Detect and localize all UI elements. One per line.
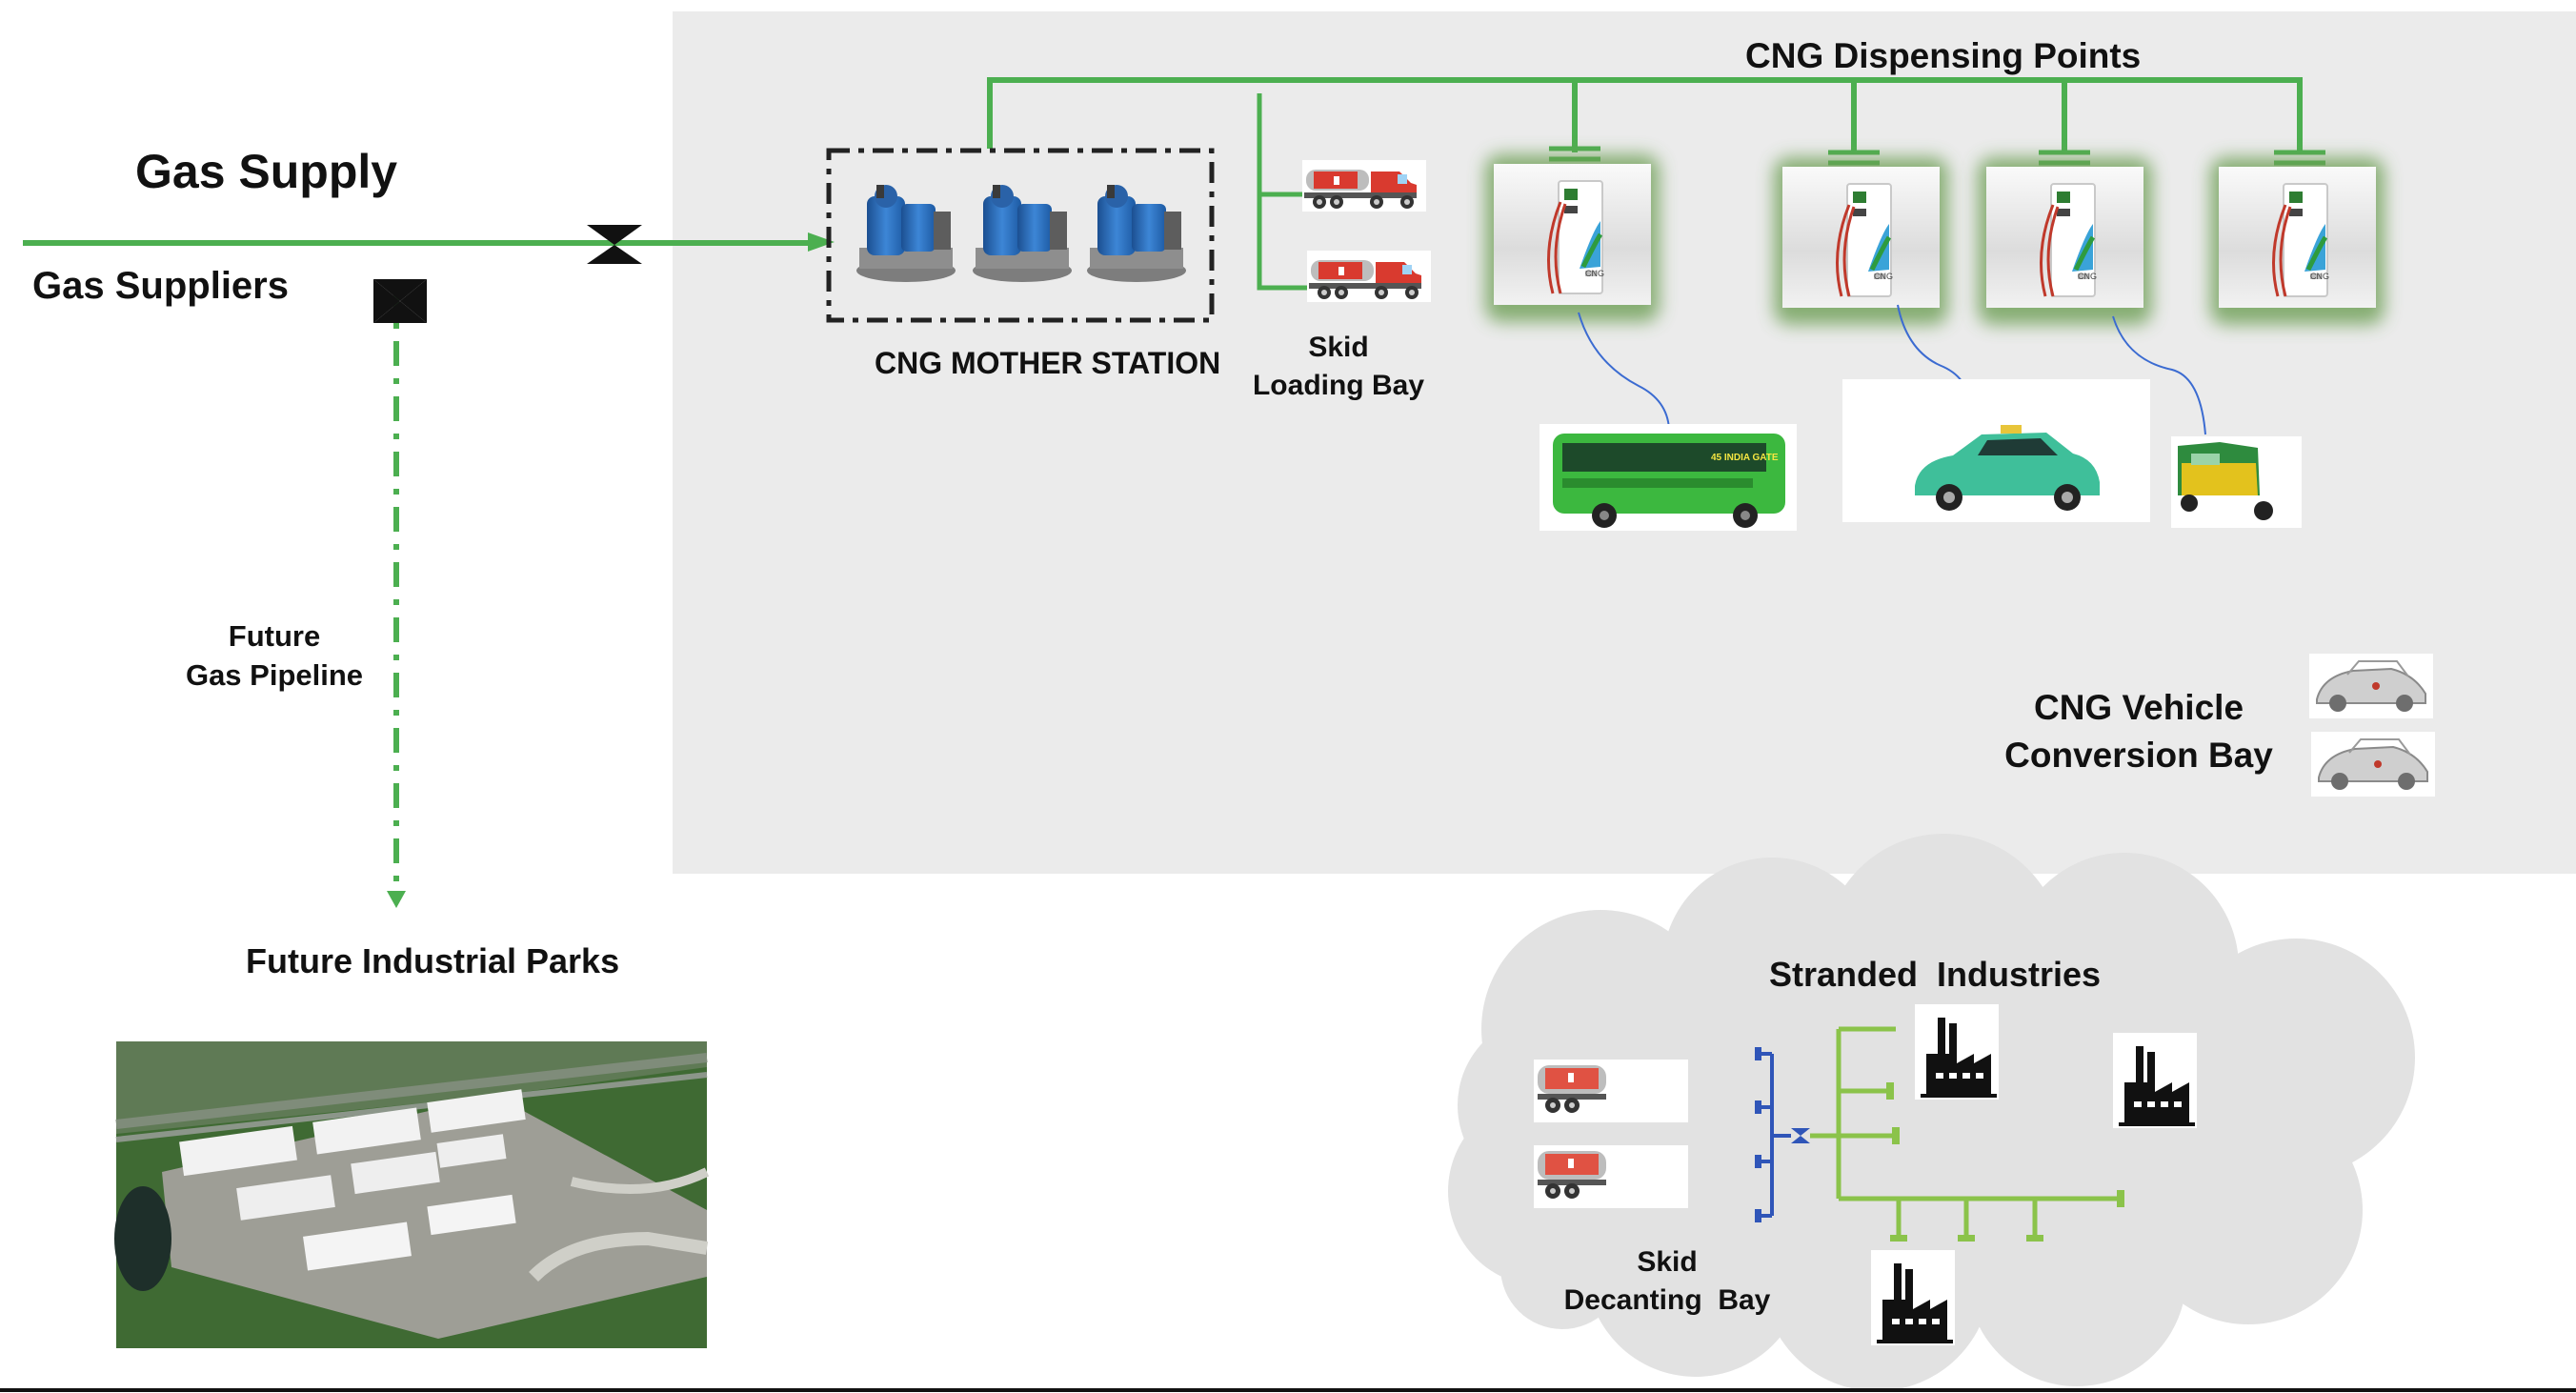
bowtie-valve-icon-main xyxy=(587,225,642,264)
conversion-line1: CNG Vehicle xyxy=(2033,688,2244,727)
cng-dispenser-icon-1 xyxy=(1494,164,1651,305)
future-pipeline-line2: Gas Pipeline xyxy=(185,658,364,692)
industry-distribution-lines xyxy=(1810,1026,2121,1237)
cng-dispenser-icon-2 xyxy=(1782,167,1940,308)
cng-truck-icon-2 xyxy=(1307,251,1431,302)
factory-icon-2 xyxy=(2113,1033,2197,1128)
dispenser-tag-2: CNG xyxy=(1874,272,1893,281)
decant-trailer-icon-1 xyxy=(1534,1060,1688,1122)
decant-trailer-icon-2 xyxy=(1534,1145,1688,1208)
gas-suppliers-label: Gas Suppliers xyxy=(32,265,289,307)
cng-truck-icon-1 xyxy=(1302,160,1426,212)
conversion-line2: Conversion Bay xyxy=(2004,736,2273,775)
future-pipeline-arrow xyxy=(387,891,406,908)
dispenser-tag-1: CNG xyxy=(1585,269,1604,278)
bus-icon: 45 INDIA GATE xyxy=(1540,424,1797,531)
mother-station-box xyxy=(826,148,1215,323)
gas-supply-title: Gas Supply xyxy=(135,145,398,198)
mother-station-label: CNG MOTHER STATION xyxy=(875,346,1221,380)
skid-loading-line2: Loading Bay xyxy=(1252,370,1424,401)
factory-icon-1 xyxy=(1915,1004,1999,1100)
auto-rickshaw-icon xyxy=(2171,436,2302,528)
skid-decanting-line2: Decanting Bay xyxy=(1563,1284,1771,1316)
car-frame-icon-2 xyxy=(2310,731,2436,797)
taxi-icon xyxy=(1842,379,2150,522)
conversion-bay-label: CNG Vehicle Conversion Bay xyxy=(1986,690,2291,773)
dispensing-header-line xyxy=(987,77,2303,152)
bowtie-valve-icon-supplier xyxy=(373,279,427,323)
dispenser-tag-4: CNG xyxy=(2310,272,2329,281)
arrow-into-mother-station xyxy=(808,232,835,252)
future-parks-label: Future Industrial Parks xyxy=(246,941,620,980)
dispenser-tag-3: CNG xyxy=(2078,272,2097,281)
bus-sign: 45 INDIA GATE xyxy=(1711,453,1779,463)
skid-loading-line1: Skid xyxy=(1308,332,1369,363)
future-pipeline-label: Future Gas Pipeline xyxy=(160,621,389,690)
decanting-manifold xyxy=(1759,1052,1791,1218)
cng-dispenser-icon-3 xyxy=(1986,167,2143,308)
dispensing-points-label: CNG Dispensing Points xyxy=(1745,36,2142,75)
stranded-industries-label: Stranded Industries xyxy=(1769,955,2102,994)
future-pipeline-line1: Future xyxy=(228,619,321,653)
bowtie-valve-icon-decant xyxy=(1791,1128,1810,1143)
skid-loading-label: Skid Loading Bay xyxy=(1243,333,1434,400)
skid-loading-branch xyxy=(1257,93,1307,291)
skid-decanting-line1: Skid xyxy=(1637,1246,1698,1278)
cng-dispenser-icon-4 xyxy=(2219,167,2376,308)
car-frame-icon-1 xyxy=(2308,653,2434,719)
industrial-park-aerial-photo xyxy=(114,1041,710,1348)
factory-icon-3 xyxy=(1871,1250,1955,1345)
skid-decanting-label: Skid Decanting Bay xyxy=(1553,1248,1781,1315)
